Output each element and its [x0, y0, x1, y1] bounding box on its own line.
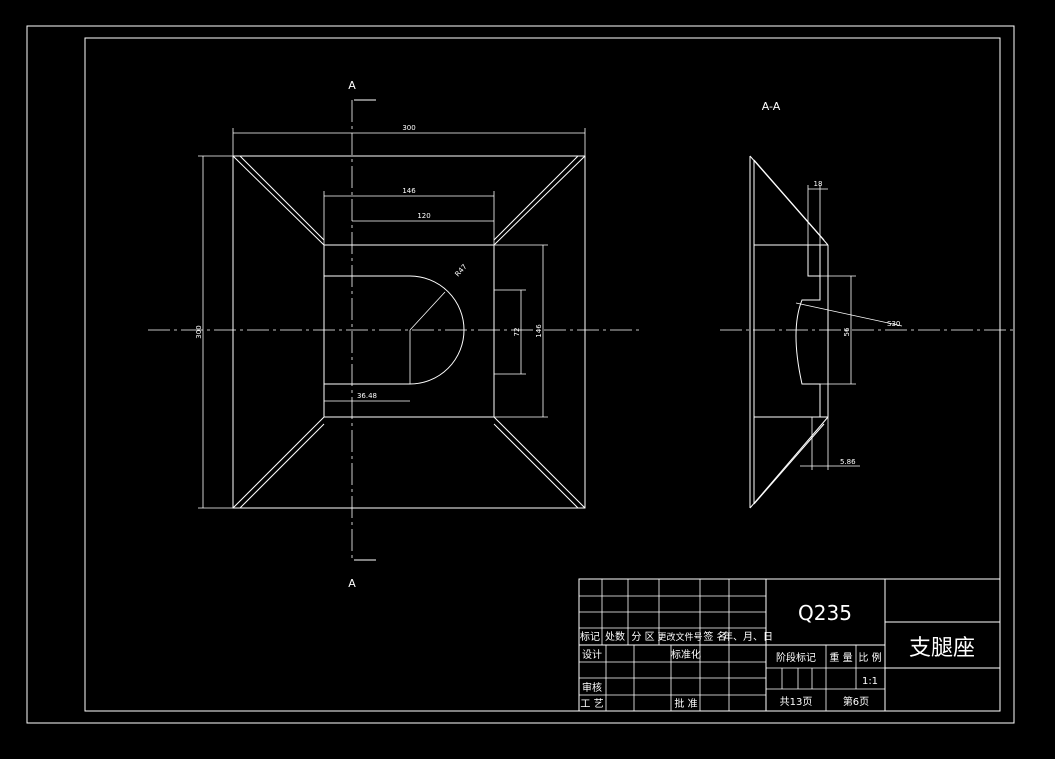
row-design: 设计 [582, 648, 602, 661]
row-approve: 批 准 [674, 697, 697, 710]
outer-frame [26, 25, 1015, 724]
dim-slot-width: 120 [417, 212, 430, 220]
dim-inner-height: 146 [535, 324, 543, 338]
row-standard: 标准化 [671, 648, 701, 661]
header-count: 处数 [605, 630, 625, 643]
stage-mark: 阶段标记 [776, 651, 816, 664]
material-label: Q235 [798, 601, 852, 625]
dim-inner-width: 146 [402, 187, 416, 195]
title-block: Q235 支腿座 标记 处数 分 区 更改文件号 签 名 年、月、日 设计 标准… [578, 578, 1001, 712]
header-change-doc: 更改文件号 [657, 631, 702, 643]
part-name: 支腿座 [909, 636, 975, 661]
total-sheets: 共13页 [780, 696, 813, 708]
section-view-label: A-A [762, 100, 781, 113]
dim-slot-height: 72 [513, 328, 521, 337]
weight-label: 重 量 [829, 651, 852, 664]
dim-bottom-offset: 5.86 [840, 458, 856, 466]
dim-offset: 36.48 [357, 392, 377, 400]
dim-overall-height: 300 [195, 325, 203, 338]
inner-square [323, 244, 495, 418]
header-zone: 分 区 [631, 631, 654, 643]
section-mark-top: A [348, 79, 356, 92]
header-date: 年、月、日 [723, 630, 773, 643]
section-mark-bottom: A [348, 577, 356, 590]
row-review: 审核 [582, 681, 602, 694]
ratio-label: 比 例 [858, 651, 881, 664]
inner-frame [84, 37, 1001, 712]
front-view: A A 300 146 120 R47 300 146 72 36.48 [148, 79, 640, 590]
header-mark: 标记 [580, 631, 600, 643]
section-view: A-A 18 56 S30 5.86 [720, 100, 1014, 509]
dim-section-thickness: 18 [814, 180, 823, 188]
hatched-section [753, 244, 821, 418]
scale-value: 1:1 [862, 676, 878, 687]
dim-overall-width: 300 [402, 124, 415, 132]
dim-radius: R47 [454, 263, 469, 279]
outer-square [232, 155, 586, 509]
row-process: 工 艺 [580, 698, 603, 710]
dim-sphere-radius: S30 [887, 320, 900, 328]
header-signature: 签 名 [703, 630, 726, 643]
sheet-number: 第6页 [843, 695, 869, 708]
dim-bore: 56 [843, 327, 851, 336]
